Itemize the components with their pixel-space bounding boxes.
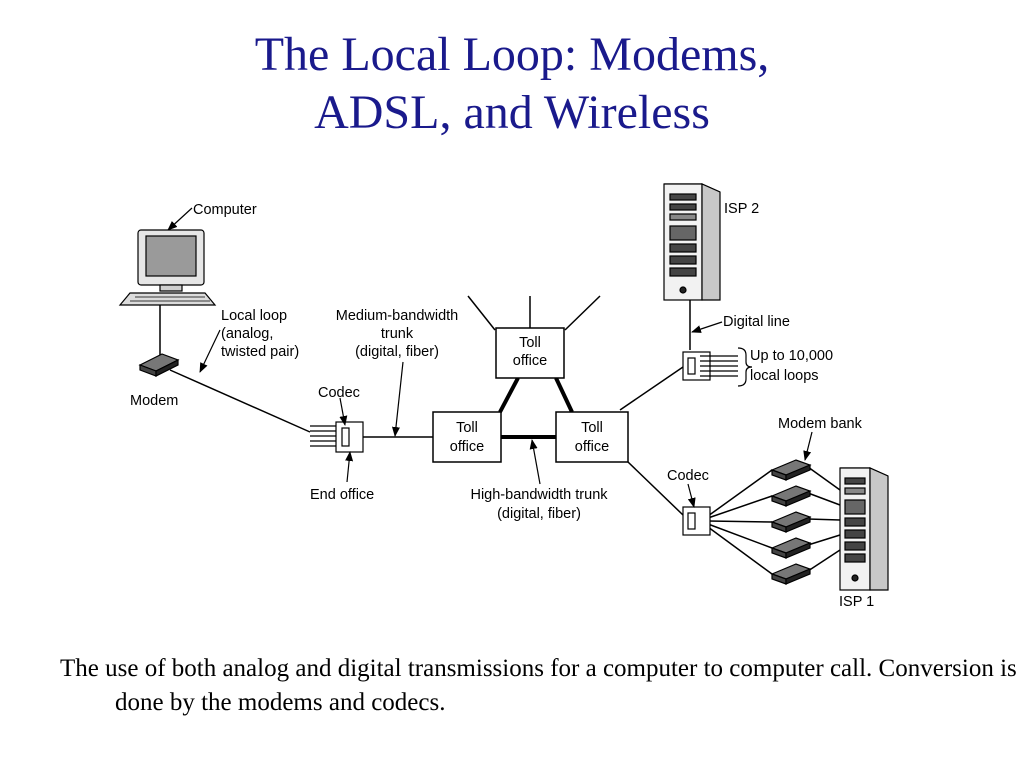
toll-office-right-label-2: office — [575, 439, 609, 455]
high-trunk-label-arrow — [529, 439, 541, 485]
toll-office-right-label-1: Toll — [581, 420, 603, 436]
isp1-server-icon — [839, 467, 889, 591]
local-loop-diagram: Toll office Toll office Toll office — [118, 183, 889, 610]
computer-label-arrow — [167, 207, 193, 231]
codec-to-modem-3 — [707, 520, 773, 523]
bank-modem-2-icon — [770, 485, 812, 507]
codec-right-label-arrow — [687, 483, 696, 508]
modem-icon — [138, 353, 180, 377]
local-loop-label-arrow — [199, 329, 221, 373]
computer-icon — [118, 229, 217, 306]
modem-2-to-isp1 — [807, 492, 841, 506]
medium-trunk-label-1: Medium-bandwidth — [336, 308, 459, 324]
high-trunk-label-2: (digital, fiber) — [497, 506, 581, 522]
local-loop-label-3: twisted pair) — [221, 344, 299, 360]
codec-to-modem-1 — [707, 469, 773, 517]
bank-modem-5-icon — [770, 563, 812, 585]
bank-modem-4-icon — [770, 537, 812, 559]
codec-isp1-icon — [682, 506, 711, 536]
toll-office-top: Toll office — [495, 327, 565, 379]
local-loops-brace — [737, 347, 753, 387]
toll-right-to-isp1-codec — [627, 461, 684, 516]
slide-title-line-2: ADSL, and Wireless — [314, 86, 710, 139]
slide-caption: The use of both analog and digital trans… — [60, 655, 1017, 716]
end-office-label: End office — [310, 487, 374, 503]
codec-to-modem-4 — [707, 523, 773, 549]
local-loops-count-label-1: Up to 10,000 — [750, 348, 833, 364]
local-loop-line — [169, 369, 311, 433]
modem-3-to-isp1 — [807, 518, 841, 521]
end-office-label-arrow — [345, 451, 354, 483]
isp1-label: ISP 1 — [839, 594, 874, 610]
codec-right-label: Codec — [667, 468, 709, 484]
toll-office-left-label-1: Toll — [456, 420, 478, 436]
codec-left-label-arrow — [339, 397, 348, 426]
toll-office-top-label-1: Toll — [519, 335, 541, 351]
modem-5-to-isp1 — [807, 549, 841, 572]
local-loop-label-1: Local loop — [221, 308, 287, 324]
modem-4-to-isp1 — [807, 534, 841, 546]
modem-bank-label: Modem bank — [778, 416, 863, 432]
modem-bank — [770, 459, 812, 585]
digital-line-label: Digital line — [723, 314, 790, 330]
trunk-left-to-top — [498, 377, 520, 413]
slide-title: The Local Loop: Modems, ADSL, and Wirele… — [0, 26, 1024, 142]
label-arrows — [167, 207, 813, 508]
slide-title-line-1: The Local Loop: Modems, — [254, 28, 770, 81]
toll-office-left-label-2: office — [450, 439, 484, 455]
codec-left-label: Codec — [318, 385, 360, 401]
digital-line-label-arrow — [691, 321, 723, 333]
high-trunk-label-1: High-bandwidth trunk — [470, 487, 608, 503]
computer-label: Computer — [193, 202, 257, 218]
connection-lines — [159, 295, 841, 575]
modem-1-to-isp1 — [807, 466, 841, 491]
toll-office-right: Toll office — [555, 411, 629, 463]
toll-right-to-isp2-codec — [619, 366, 684, 411]
medium-trunk-label-2: trunk — [381, 326, 414, 342]
codec-to-modem-5 — [707, 526, 773, 575]
isp2-label: ISP 2 — [724, 201, 759, 217]
codec-isp2-icon — [682, 351, 738, 381]
toll-office-top-label-2: office — [513, 353, 547, 369]
trunk-right-to-top — [554, 377, 574, 413]
medium-trunk-label-3: (digital, fiber) — [355, 344, 439, 360]
bank-modem-1-icon — [770, 459, 812, 481]
codec-to-modem-2 — [707, 495, 773, 519]
local-loop-label-2: (analog, — [221, 326, 273, 342]
modem-label: Modem — [130, 393, 178, 409]
toll-office-left: Toll office — [432, 411, 502, 463]
toll-top-line-1 — [467, 295, 496, 331]
medium-trunk-label-arrow — [391, 361, 404, 437]
codec-left-icon — [310, 421, 364, 453]
modem-bank-label-arrow — [803, 431, 813, 461]
isp2-server-icon — [663, 183, 721, 301]
toll-top-line-3 — [564, 295, 601, 331]
local-loops-count-label-2: local loops — [750, 368, 819, 384]
bank-modem-3-icon — [770, 511, 812, 533]
